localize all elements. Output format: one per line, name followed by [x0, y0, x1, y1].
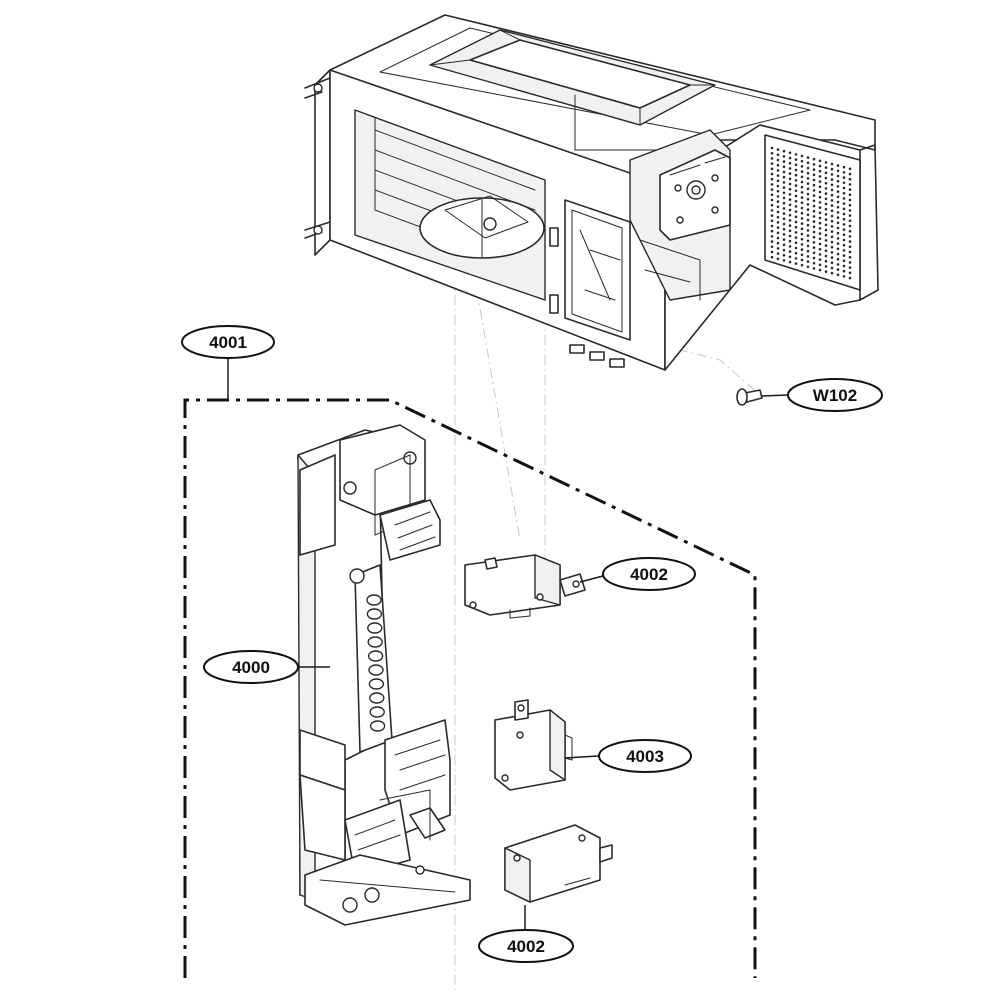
screw-w102 — [736, 388, 763, 406]
switch-4003 — [494, 699, 573, 791]
leader-lines — [227, 358, 789, 930]
latch-rack-teeth — [366, 594, 386, 732]
latch-holder-4000 — [297, 424, 471, 926]
callout-label: 4002 — [507, 937, 545, 956]
callout-4003: 4003 — [598, 739, 692, 773]
micro-switch-4002-top — [464, 554, 586, 619]
callout-4000: 4000 — [203, 650, 299, 684]
callout-4002-top: 4002 — [602, 557, 696, 591]
callout-label: 4002 — [630, 565, 668, 584]
vent-grille — [770, 146, 852, 280]
callout-label: W102 — [813, 386, 857, 405]
callout-label: 4003 — [626, 747, 664, 766]
callout-4002-bottom: 4002 — [478, 929, 574, 963]
callout-label: 4001 — [209, 333, 247, 352]
callout-w102: W102 — [787, 378, 883, 412]
callout-label: 4000 — [232, 658, 270, 677]
assembly-boundary — [183, 398, 757, 978]
micro-switch-4002-bottom — [504, 824, 613, 903]
microwave-chassis — [304, 14, 879, 406]
callout-4001: 4001 — [181, 325, 275, 359]
ghost-projection-lines — [454, 249, 761, 990]
